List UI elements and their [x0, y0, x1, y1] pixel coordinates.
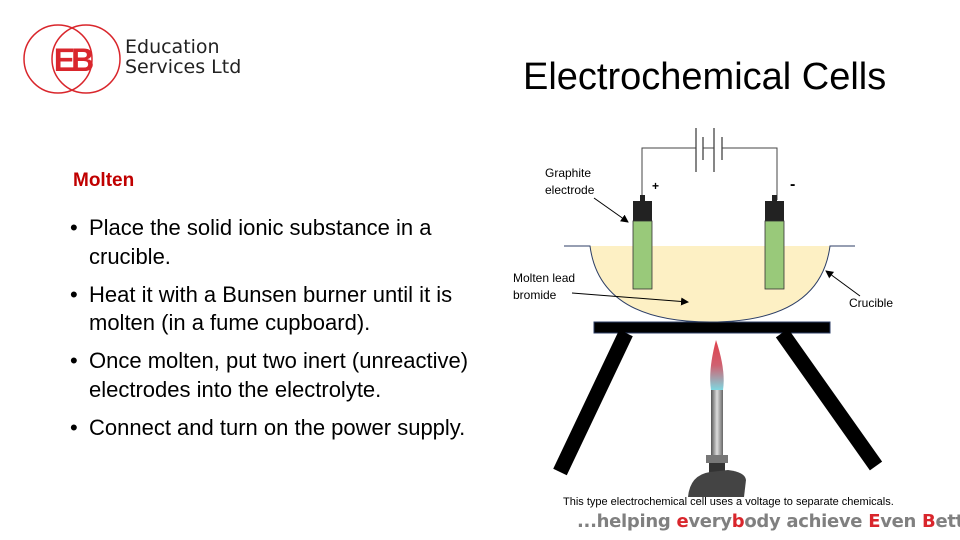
- label-line: bromide: [513, 288, 557, 302]
- tagline-highlight: E: [868, 511, 881, 532]
- section-heading: Molten: [73, 170, 135, 191]
- cathode-electrode: [764, 195, 785, 290]
- tagline-part: etter: [935, 511, 960, 532]
- bunsen-burner-icon: [688, 340, 746, 497]
- tripod-leg: [553, 329, 633, 476]
- logo-icon: EB: [23, 24, 121, 94]
- arrow: [825, 270, 861, 297]
- positive-terminal-label: +: [652, 179, 660, 193]
- tripod-leg: [775, 328, 883, 471]
- label-crucible: Crucible: [849, 296, 894, 310]
- tagline-highlight: e: [676, 511, 689, 532]
- tripod-plate: [593, 321, 831, 334]
- arrow: [571, 292, 689, 306]
- bullet-item: Once molten, put two inert (unreactive) …: [70, 347, 490, 404]
- svg-text:EB: EB: [54, 42, 93, 78]
- tagline-part: ody achieve: [744, 511, 869, 532]
- tagline-part: ...helping: [577, 511, 677, 532]
- label-graphite-electrode: Graphite electrode: [545, 165, 594, 199]
- tagline: ...helping everybody achieve Even Better: [577, 511, 960, 532]
- circuit-wires: [641, 147, 778, 200]
- molten-lead-bromide: [590, 246, 830, 322]
- tagline-highlight: b: [731, 511, 745, 532]
- logo-line-1: Education: [125, 36, 220, 58]
- tagline-part: ven: [880, 511, 923, 532]
- bullet-list: Place the solid ionic substance in a cru…: [70, 214, 490, 452]
- anode-electrode: [632, 195, 653, 290]
- label-line: Graphite: [545, 166, 592, 180]
- slide-title: Electrochemical Cells: [523, 56, 887, 98]
- label-line: Molten lead: [513, 271, 576, 285]
- bullet-item: Connect and turn on the power supply.: [70, 414, 490, 443]
- logo-text: Education Services Ltd: [125, 37, 241, 77]
- negative-terminal-label: -: [790, 176, 796, 193]
- battery-icon: [695, 128, 723, 172]
- logo-line-2: Services Ltd: [125, 56, 242, 78]
- bullet-item: Place the solid ionic substance in a cru…: [70, 214, 490, 271]
- tagline-highlight: B: [922, 511, 936, 532]
- bullet-item: Heat it with a Bunsen burner until it is…: [70, 281, 490, 338]
- tagline-part: very: [688, 511, 732, 532]
- arrow: [593, 197, 629, 223]
- label-line: electrode: [545, 183, 595, 197]
- label-molten-lead-bromide: Molten lead bromide: [513, 270, 575, 304]
- caption: This type electrochemical cell uses a vo…: [563, 496, 894, 508]
